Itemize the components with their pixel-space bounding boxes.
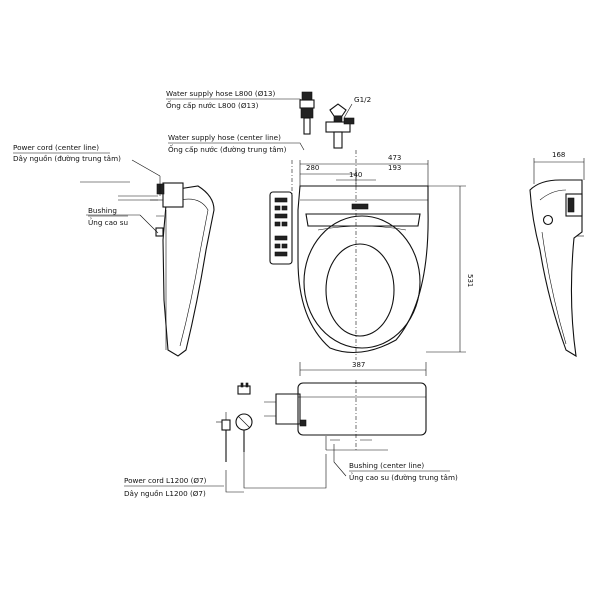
bushing-center-label-en: Bushing (center line) [349, 461, 424, 470]
power-cord-length-label-en: Power cord L1200 (Ø7) [124, 476, 207, 485]
bushing-label-en: Bushing [88, 206, 117, 215]
left-side-view [80, 159, 215, 357]
power-cord-center-label-vi: Dây nguồn (đường trung tâm) [13, 154, 121, 163]
water-hose-center-label-vi: Ống cấp nước (đường trung tâm) [168, 144, 287, 154]
bushing-label-vi: Ủng cao su [88, 217, 128, 227]
water-hose-length-label-vi: Ống cấp nước L800 (Ø13) [166, 100, 259, 110]
top-plan-view [269, 150, 466, 376]
control-buttons [274, 197, 288, 257]
dim-side-depth: 168 [552, 151, 565, 159]
power-cord-center-label-en: Power cord (center line) [13, 143, 99, 152]
hose-fitting [299, 91, 315, 135]
power-plug-icon [216, 382, 253, 462]
dim-left-offset: 280 [306, 164, 319, 172]
bushing-center-label-vi: Ủng cao su (đường trung tâm) [349, 472, 458, 482]
dim-width-total: 473 [388, 154, 401, 162]
power-cord-length-label-vi: Dây nguồn L1200 (Ø7) [124, 489, 206, 498]
g12-valve [325, 103, 355, 149]
bottom-view [225, 380, 427, 493]
dim-depth: 531 [466, 274, 474, 287]
dim-bottom-width: 387 [352, 361, 365, 369]
water-hose-length-label-en: Water supply hose L800 (Ø13) [166, 89, 276, 98]
right-side-view [529, 158, 585, 358]
water-hose-center-label-en: Water supply hose (center line) [168, 133, 281, 142]
dim-right-offset: 193 [388, 164, 401, 172]
g12-label: G1/2 [354, 95, 371, 104]
dim-center-gap: 140 [349, 171, 362, 179]
